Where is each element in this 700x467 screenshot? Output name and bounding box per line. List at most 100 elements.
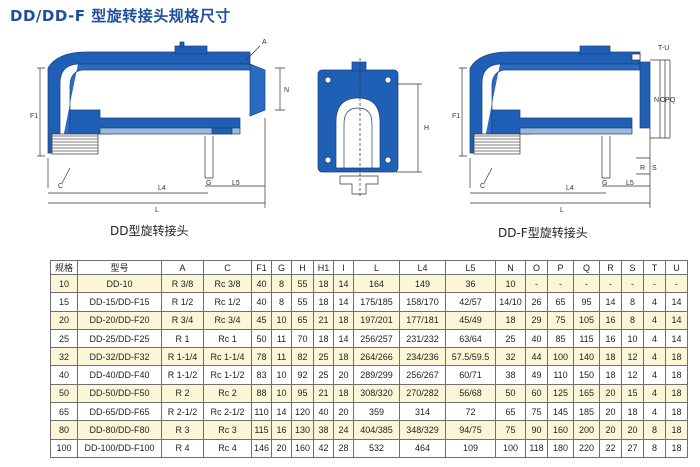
table-cell: 18 xyxy=(495,310,526,330)
table-cell: 18 xyxy=(665,420,688,440)
table-cell: 63/64 xyxy=(445,328,496,349)
table-cell: 14 xyxy=(665,310,688,330)
table-cell: 32 xyxy=(495,347,526,367)
table-cell: 40 xyxy=(525,328,548,349)
table-cell: 20 xyxy=(333,365,354,385)
table-cell: DD-65/DD-F65 xyxy=(77,402,162,422)
column-header: S xyxy=(621,260,644,275)
dim-label-h: H xyxy=(424,125,429,132)
table-cell: 100 xyxy=(50,438,78,459)
table-cell: 65 xyxy=(291,310,314,330)
table-cell: 40 xyxy=(251,292,272,312)
table-cell: Rc 1 xyxy=(203,328,252,349)
table-cell: DD-40/DD-F40 xyxy=(77,365,162,385)
table-cell: R 4 xyxy=(161,438,204,459)
table-cell: Rc 1-1/4 xyxy=(203,347,252,367)
table-cell: 40 xyxy=(50,365,78,385)
table-cell: 15 xyxy=(50,292,78,312)
table-cell: 18 xyxy=(621,402,644,422)
table-cell: 115 xyxy=(573,328,600,349)
table-cell: R 3/4 xyxy=(161,310,204,330)
table-cell: 85 xyxy=(547,328,574,349)
dim-label-s: S xyxy=(652,165,657,172)
table-cell: Rc 4 xyxy=(203,438,252,459)
table-cell: 100 xyxy=(495,438,526,459)
table-cell: 146 xyxy=(251,438,272,459)
table-cell: R 1-1/2 xyxy=(161,365,204,385)
table-cell: 20 xyxy=(621,420,644,440)
table-cell: 11 xyxy=(271,347,292,367)
table-cell: 20 xyxy=(50,310,78,330)
dim-label-r: R xyxy=(640,165,645,172)
table-cell: DD-20/DD-F20 xyxy=(77,310,162,330)
table-cell: 4 xyxy=(643,347,666,367)
column-header: L4 xyxy=(399,260,446,275)
table-cell: R 1/2 xyxy=(161,292,204,312)
table-cell: 75 xyxy=(525,402,548,422)
dim-label-tu: T-U xyxy=(658,45,669,52)
dim-label-f1-ddf: F1 xyxy=(452,113,460,120)
table-cell: 20 xyxy=(599,420,622,440)
table-cell: 256/257 xyxy=(353,328,400,349)
table-cell: 180 xyxy=(547,438,574,459)
table-cell: 16 xyxy=(599,328,622,349)
table-cell: 109 xyxy=(445,438,496,459)
table-cell: 185 xyxy=(573,402,600,422)
table-cell: 165 xyxy=(573,383,600,404)
table-cell: 14 xyxy=(665,292,688,312)
column-header: 规格 xyxy=(50,260,78,275)
table-cell: 60/71 xyxy=(445,365,496,385)
table-cell: 118 xyxy=(525,438,548,459)
table-cell: 234/236 xyxy=(399,347,446,367)
table-cell: 16 xyxy=(271,420,292,440)
table-cell: 95 xyxy=(573,292,600,312)
table-cell: 50 xyxy=(495,383,526,404)
table-cell: 270/282 xyxy=(399,383,446,404)
dim-label-a: A xyxy=(262,39,267,46)
table-cell: 45 xyxy=(251,310,272,330)
table-cell: 18 xyxy=(665,347,688,367)
table-cell: - xyxy=(621,273,644,294)
dim-label-l-ddf: L xyxy=(560,207,564,214)
table-cell: 80 xyxy=(50,420,78,440)
table-cell: 4 xyxy=(643,328,666,349)
table-cell: Rc 1/2 xyxy=(203,292,252,312)
table-cell: 70 xyxy=(291,328,314,349)
table-cell: 60 xyxy=(525,383,548,404)
table-cell: 14 xyxy=(271,402,292,422)
table-cell: 21 xyxy=(313,310,334,330)
table-cell: 65 xyxy=(495,402,526,422)
table-cell: 164 xyxy=(353,273,400,294)
table-cell: 110 xyxy=(251,402,272,422)
table-cell: 18 xyxy=(313,292,334,312)
table-cell: 25 xyxy=(50,328,78,349)
table-cell: 348/329 xyxy=(399,420,446,440)
table-cell: 18 xyxy=(599,365,622,385)
dim-label-l4: L4 xyxy=(158,185,166,192)
table-cell: - xyxy=(547,273,574,294)
table-cell: 38 xyxy=(495,365,526,385)
table-cell: 8 xyxy=(643,438,666,459)
table-cell: - xyxy=(665,273,688,294)
table-cell: 72 xyxy=(445,402,496,422)
table-cell: 359 xyxy=(353,402,400,422)
table-cell: 197/201 xyxy=(353,310,400,330)
table-cell: 75 xyxy=(495,420,526,440)
table-cell: 15 xyxy=(621,383,644,404)
dim-label-c-ddf: C xyxy=(480,183,485,190)
table-cell: 94/75 xyxy=(445,420,496,440)
table-cell: 4 xyxy=(643,383,666,404)
page-title: DD/DD-F 型旋转接头规格尺寸 xyxy=(10,7,231,25)
dim-label-l: L xyxy=(155,207,159,214)
table-cell: 29 xyxy=(525,310,548,330)
table-cell: 88 xyxy=(251,383,272,404)
table-cell: 40 xyxy=(251,273,272,294)
table-cell: 36 xyxy=(445,273,496,294)
table-cell: R 1 xyxy=(161,328,204,349)
table-cell: 18 xyxy=(313,328,334,349)
table-cell: Rc 3/4 xyxy=(203,310,252,330)
table-cell: 14 xyxy=(665,328,688,349)
table-cell: 42 xyxy=(313,438,334,459)
